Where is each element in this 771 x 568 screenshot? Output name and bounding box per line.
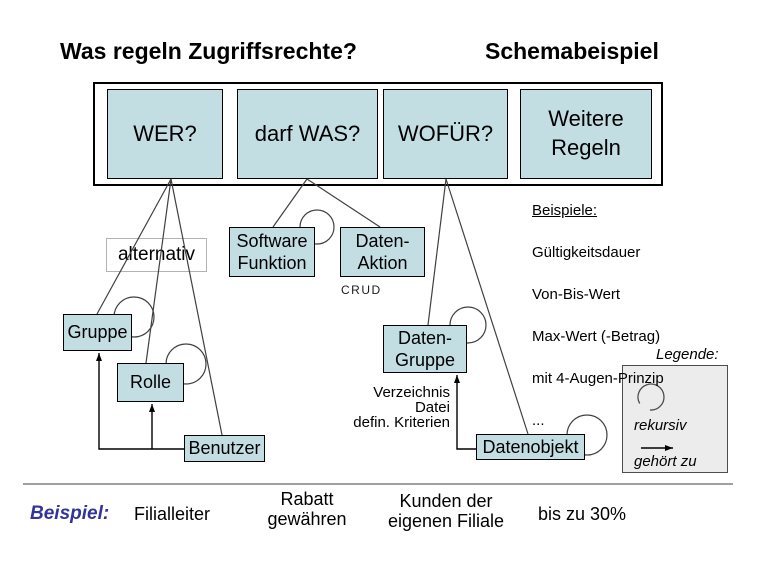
page-title: Was regeln Zugriffsrechte?: [60, 38, 357, 64]
node-rolle: Rolle: [117, 363, 184, 402]
belongs-to-arrow-benutzer-gruppe: [96, 353, 184, 450]
beispiele-item: ...: [532, 412, 545, 429]
node-software-funktion: Software Funktion: [229, 227, 315, 277]
header-box-wer: WER?: [107, 89, 223, 179]
example-row-label: Beispiel:: [30, 503, 110, 524]
beispiele-list: Gültigkeitsdauer Von-Bis-Wert Max-Wert (…: [532, 221, 664, 452]
beispiele-item: Gültigkeitsdauer: [532, 244, 641, 261]
wofuer-connector-lines: [427, 178, 529, 435]
wer-connector-lines: [96, 178, 223, 436]
beispiele-heading: Beispiele:: [532, 202, 598, 219]
page-subtitle: Schemabeispiel: [485, 38, 659, 64]
node-daten-gruppe: Daten- Gruppe: [383, 325, 467, 373]
example-regel-value: bis zu 30%: [538, 504, 627, 524]
daten-gruppe-note: Verzeichnis Datei defin. Kriterien: [353, 384, 450, 431]
belongs-to-arrow-datenobjekt-daten-gruppe: [454, 375, 476, 450]
legend-recursive-label: rekursiv: [634, 417, 687, 434]
legend-heading: Legende:: [656, 346, 719, 363]
header-box-darf-was: darf WAS?: [237, 89, 378, 179]
example-wer-value: Filialleiter: [134, 504, 211, 524]
beispiele-item: mit 4-Augen-Prinzip: [532, 370, 664, 387]
legend-recursion-loop-icon: [637, 383, 665, 411]
example-was-value: Rabatt gewähren: [267, 489, 347, 529]
header-box-weitere-regeln: Weitere Regeln: [520, 89, 652, 179]
header-box-wofuer: WOFÜR?: [383, 89, 508, 179]
node-datenobjekt: Datenobjekt: [476, 434, 585, 460]
node-gruppe: Gruppe: [63, 314, 132, 351]
example-wofuer-value: Kunden der eigenen Filiale: [387, 491, 505, 531]
legend-belongs-to-label: gehört zu: [634, 453, 697, 470]
alternativ-box: alternativ: [106, 238, 207, 272]
crud-annotation: CRUD: [341, 283, 382, 297]
node-daten-aktion: Daten- Aktion: [340, 227, 425, 277]
legend-box: [622, 365, 728, 473]
beispiele-item: Von-Bis-Wert: [532, 286, 621, 303]
node-benutzer: Benutzer: [184, 435, 265, 462]
darf-was-connector-lines: [272, 178, 381, 228]
beispiele-item: Max-Wert (-Betrag): [532, 328, 661, 345]
